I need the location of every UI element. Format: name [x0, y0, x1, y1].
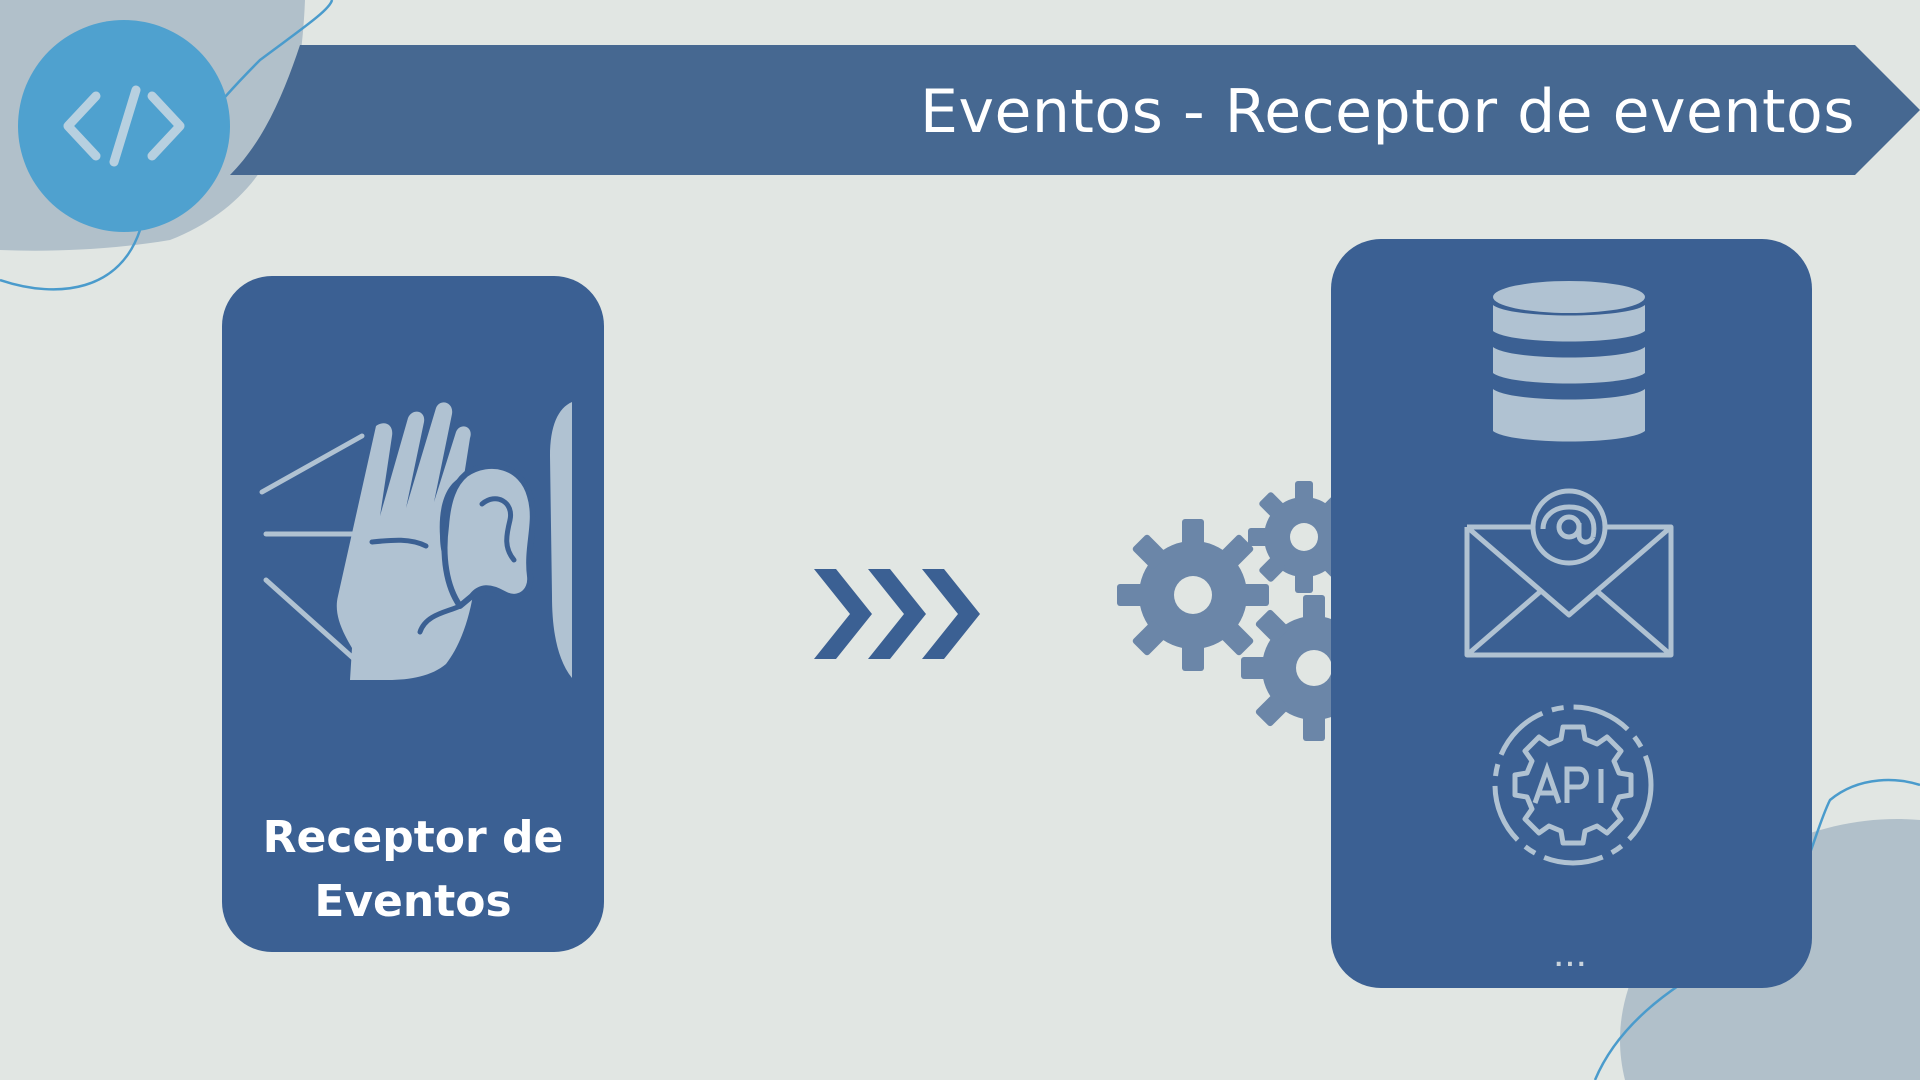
- card-label: Receptor de Eventos: [262, 812, 564, 927]
- event-receiver-card: Receptor de Eventos: [222, 276, 604, 952]
- triple-chevron-right-icon: [814, 569, 980, 659]
- event-targets-card: ...: [1331, 239, 1812, 988]
- listening-ear-hand-icon: [259, 402, 572, 680]
- header-banner: [230, 45, 1920, 175]
- page-title: Eventos - Receptor de eventos: [920, 77, 1855, 147]
- code-brackets-icon: [18, 20, 230, 232]
- email-at-icon: [1464, 488, 1674, 658]
- api-gear-icon: [1492, 704, 1654, 866]
- more-items-text: ...: [1554, 947, 1589, 972]
- database-icon: [1493, 281, 1645, 442]
